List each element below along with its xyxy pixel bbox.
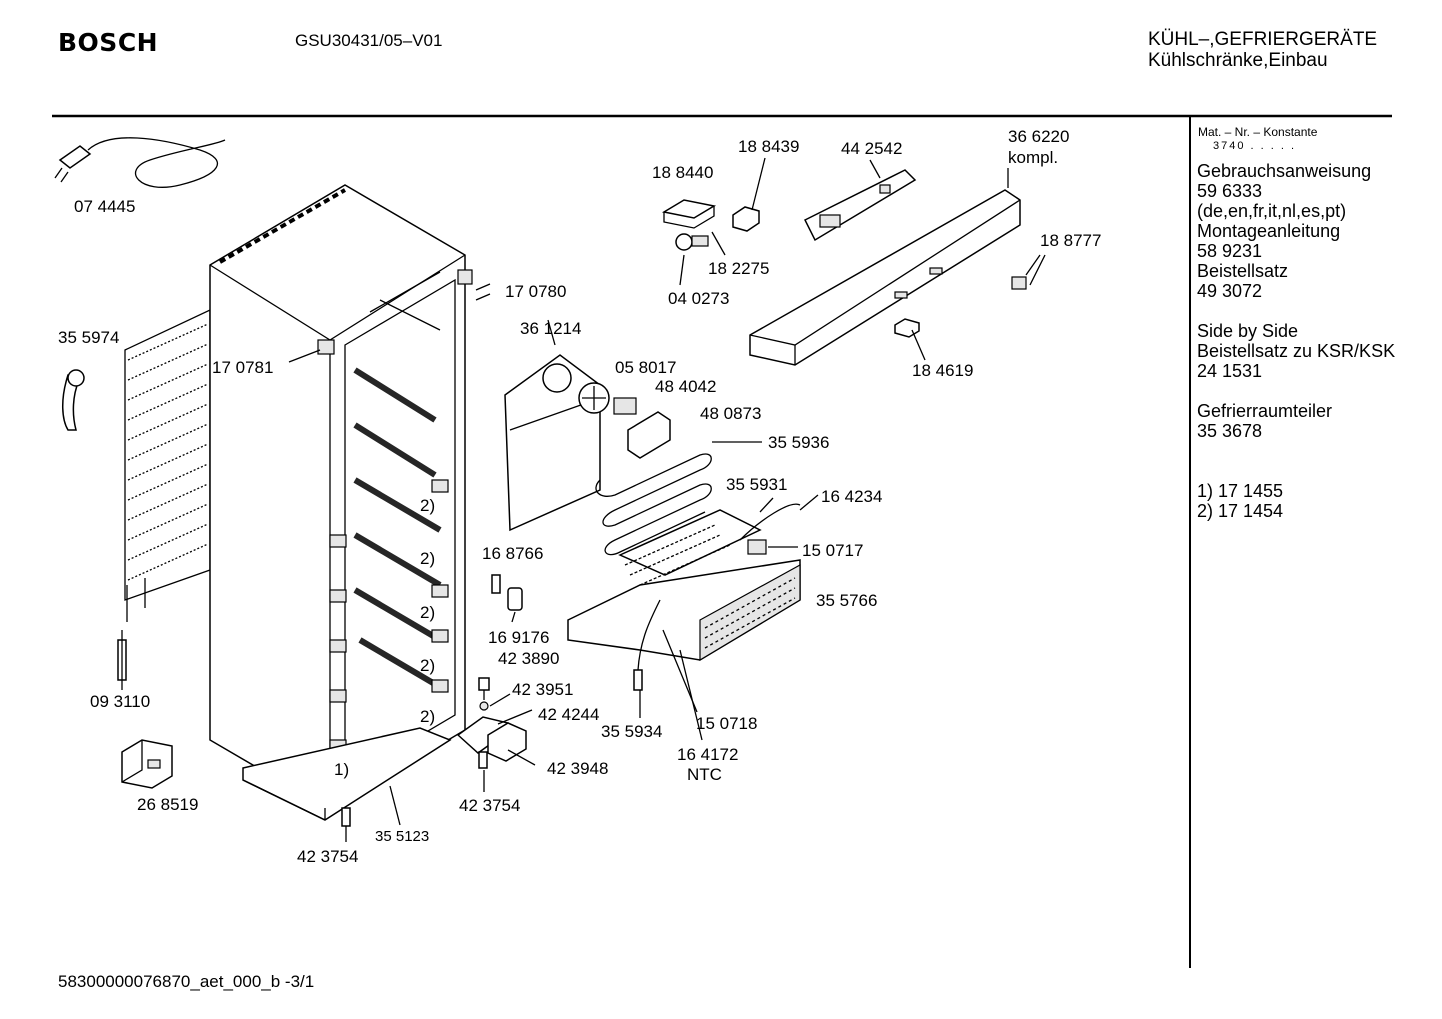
fan-motor-part: [578, 382, 671, 459]
clip-part-184619: [894, 318, 920, 338]
category-title: KÜHL–,GEFRIERGERÄTE: [1148, 29, 1378, 50]
footnote-marker-2: 2): [420, 656, 436, 675]
document-id: 58300000076870_aet_000_b -3/1: [58, 972, 315, 991]
sidebar-item: 1) 17 1455: [1197, 481, 1284, 501]
label-423754-left: 42 3754: [297, 847, 359, 866]
sidebar-item: 2) 17 1454: [1197, 501, 1284, 521]
label-188439: 18 8439: [738, 137, 800, 156]
evaporator-coil-part: [595, 453, 712, 556]
label-355766: 35 5766: [816, 591, 878, 610]
label-355936: 35 5936: [768, 433, 830, 452]
sidebar-item: 58 9231: [1197, 241, 1263, 261]
sidebar-list: Gebrauchsanweisung 59 6333 (de,en,fr,it,…: [1197, 161, 1395, 521]
label-480873: 48 0873: [700, 404, 762, 423]
drain-hose-part: [62, 369, 85, 431]
label-423890: 42 3890: [498, 649, 560, 668]
label-058017: 05 8017: [615, 358, 677, 377]
label-188440: 18 8440: [652, 163, 714, 182]
clip-part-188777: [1011, 276, 1027, 290]
sidebar-item: Gebrauchsanweisung: [1197, 161, 1372, 181]
label-040273: 04 0273: [668, 289, 730, 308]
label-kompl: kompl.: [1008, 148, 1059, 167]
condenser-part: [124, 308, 211, 622]
label-150718: 15 0718: [696, 714, 758, 733]
sidebar-item: Montageanleitung: [1197, 221, 1341, 241]
label-442542: 44 2542: [841, 139, 903, 158]
label-355974: 35 5974: [58, 328, 120, 347]
footnote-marker-2: 2): [420, 603, 436, 622]
label-182275: 18 2275: [708, 259, 770, 278]
label-184619: 18 4619: [912, 361, 974, 380]
sidebar-item: [1197, 461, 1395, 481]
power-cord-part: [54, 137, 226, 188]
label-ntc: NTC: [687, 765, 722, 784]
lamp-socket-part: [675, 233, 709, 251]
defrost-heater-part: [618, 503, 801, 586]
label-423754-center: 42 3754: [459, 796, 521, 815]
footnote-marker-1: 1): [334, 760, 350, 779]
tube-fitting-part: [117, 630, 127, 690]
label-188777: 18 8777: [1040, 231, 1102, 250]
label-423948: 42 3948: [547, 759, 609, 778]
label-355931: 35 5931: [726, 475, 788, 494]
leader-lines: [288, 157, 1046, 842]
brand-logo: BOSCH: [58, 28, 159, 57]
thermostat-housing-part: [661, 199, 717, 229]
label-074445: 07 4445: [74, 197, 136, 216]
starter-relay-part: [121, 739, 173, 789]
sidebar-item: [1197, 441, 1395, 461]
sidebar-item: [1197, 301, 1395, 321]
sidebar-item: 59 6333: [1197, 181, 1263, 201]
label-268519: 26 8519: [137, 795, 199, 814]
sidebar-item: [1197, 381, 1395, 401]
bottom-tray-part: [567, 559, 801, 662]
ntc-sensor-part: [633, 599, 661, 691]
label-366220: 36 6220: [1008, 127, 1070, 146]
label-423951: 42 3951: [512, 680, 574, 699]
label-170781: 17 0781: [212, 358, 274, 377]
label-361214: 36 1214: [520, 319, 582, 338]
label-150717: 15 0717: [802, 541, 864, 560]
footnote-marker-2: 2): [420, 496, 436, 515]
sidebar-item: Gefrierraumteiler: [1197, 401, 1333, 421]
sidebar-item: Side by Side: [1197, 321, 1299, 341]
label-355123: 35 5123: [375, 828, 430, 845]
label-355934: 35 5934: [601, 722, 663, 741]
sidebar-item: Beistellsatz: [1197, 261, 1289, 281]
base-plinth-part: [242, 727, 452, 827]
material-number-header: Mat. – Nr. – Konstante: [1198, 125, 1318, 139]
sidebar-item: Beistellsatz zu KSR/KSK: [1197, 341, 1396, 361]
sidebar-item: 24 1531: [1197, 361, 1263, 381]
label-164172: 16 4172: [677, 745, 739, 764]
sidebar-item: (de,en,fr,it,nl,es,pt): [1197, 201, 1347, 221]
cover-clip-part: [732, 206, 760, 232]
adjustable-foot-part: [456, 677, 527, 769]
evaporator-plate-part: [504, 354, 601, 532]
label-168766: 16 8766: [482, 544, 544, 563]
material-number-value: 3740 . . . . .: [1213, 140, 1297, 152]
label-164234: 16 4234: [821, 487, 883, 506]
sidebar-item: 49 3072: [1197, 281, 1263, 301]
footnote-marker-2: 2): [420, 707, 436, 726]
model-number: GSU30431/05–V01: [295, 31, 443, 50]
sidebar-item: 35 3678: [1197, 421, 1263, 441]
label-484042: 48 4042: [655, 377, 717, 396]
control-panel-part: [749, 189, 1021, 366]
label-424244: 42 4244: [538, 705, 600, 724]
footnote-marker-2: 2): [420, 549, 436, 568]
label-169176: 16 9176: [488, 628, 550, 647]
label-170780: 17 0780: [505, 282, 567, 301]
control-board-part: [803, 169, 917, 242]
sensor-clip-part: [491, 574, 523, 611]
label-093110: 09 3110: [90, 692, 151, 711]
category-subtitle: Kühlschränke,Einbau: [1148, 50, 1328, 71]
